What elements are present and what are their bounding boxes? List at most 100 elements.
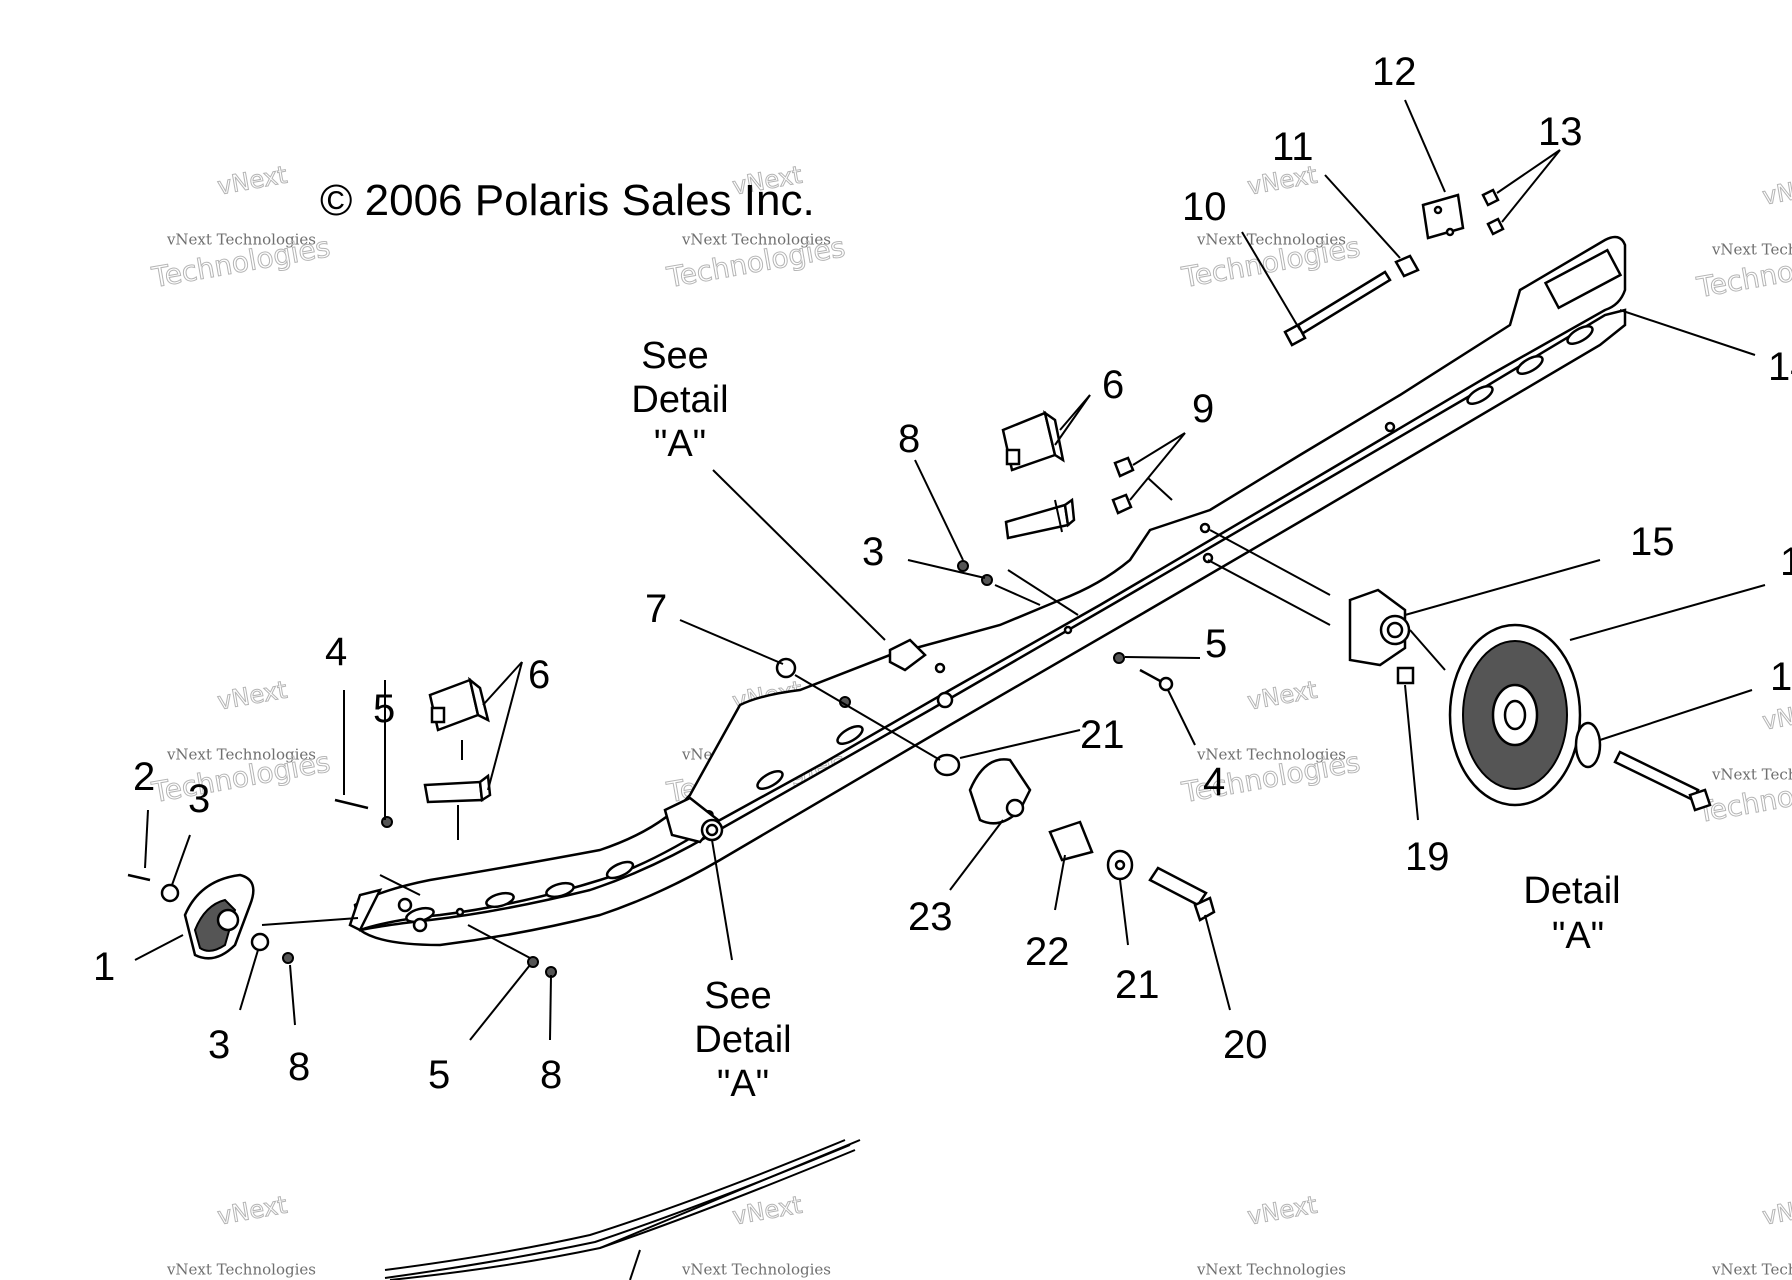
wear-block — [1001, 410, 1065, 472]
detail-a-label: Detail "A" — [1523, 870, 1620, 957]
rail-window — [1543, 248, 1623, 310]
nut — [381, 816, 393, 828]
watermark-line: vNext Technologies — [1711, 765, 1792, 783]
watermark: vNext vNext Technologies Technologies — [1693, 170, 1792, 305]
front-bumper — [183, 873, 255, 960]
callout-11: 11 — [1272, 125, 1314, 169]
wear-block — [423, 773, 492, 804]
see-detail-bottom: See Detail "A" — [694, 975, 791, 1105]
callout-6b: 6 — [1102, 363, 1124, 407]
rail-slider — [357, 308, 1627, 947]
watermark-line: vNext — [1760, 696, 1792, 736]
leader-lines — [134, 99, 1766, 1041]
svg-text:"A": "A" — [654, 423, 706, 465]
svg-text:See: See — [641, 335, 709, 377]
nut — [527, 956, 539, 968]
callout-6a: 6 — [528, 653, 550, 697]
nut — [282, 952, 294, 964]
watermark-line: vNext Technologies — [1196, 230, 1346, 248]
callout-5c: 5 — [428, 1053, 450, 1097]
callout-21b: 21 — [1115, 963, 1160, 1007]
watermark-line: vNext — [1760, 171, 1792, 211]
idler-wheel — [1448, 623, 1582, 807]
rail-spacer — [888, 638, 954, 709]
bolt — [1486, 217, 1505, 236]
wear-block — [1004, 497, 1076, 540]
rail-body — [353, 235, 1627, 932]
watermark: vNext vNext Technologies — [1196, 1190, 1346, 1278]
watermark-line: vNext Technologies — [1196, 745, 1346, 763]
rail-fragment — [384, 1139, 861, 1280]
callout-20: 20 — [1223, 1023, 1268, 1067]
watermark-line: vNext — [1245, 676, 1319, 716]
svg-text:Detail: Detail — [1523, 870, 1620, 912]
slide-rail — [348, 235, 1627, 947]
watermark-line: vNext — [1760, 1191, 1792, 1231]
callout-4a: 4 — [325, 630, 347, 674]
callout-4b: 4 — [1203, 760, 1225, 804]
watermark-line: vNext — [215, 1191, 289, 1231]
rail-tip — [348, 888, 383, 932]
callout-15: 15 — [1630, 520, 1675, 564]
copyright-notice: © 2006 Polaris Sales Inc. — [320, 176, 815, 225]
callout-21a: 21 — [1080, 713, 1125, 757]
watermark: vNext vNext Technologies Technologies — [663, 160, 848, 295]
callout-2: 2 — [133, 755, 155, 799]
washer — [933, 753, 961, 777]
svg-text:"A": "A" — [1552, 915, 1604, 957]
washer — [1574, 721, 1602, 769]
svg-text:Detail: Detail — [694, 1019, 791, 1061]
watermark: vNext vNext Technologies — [681, 1190, 831, 1278]
bolt — [1148, 866, 1208, 907]
watermark-line: vNext Technologies — [1196, 1260, 1346, 1278]
watermark: vNext vNext Technologies Technologies — [148, 160, 333, 295]
idler-wheel-small — [968, 758, 1032, 825]
rail-slots — [405, 325, 1594, 924]
nut — [957, 560, 969, 572]
callout-3a: 3 — [188, 777, 210, 821]
washer — [981, 574, 993, 586]
callout-19: 19 — [1405, 835, 1450, 879]
callout-3c: 3 — [208, 1023, 230, 1067]
watermark-line: vNext — [1245, 1191, 1319, 1231]
callout-5b: 5 — [1205, 622, 1227, 666]
svg-text:See: See — [704, 975, 772, 1017]
watermark: vNext vNext Technologies Technologies — [1178, 675, 1363, 810]
washer — [160, 883, 180, 903]
watermark: vNext vNext Technologies Technologies — [148, 675, 333, 810]
callout-9: 9 — [1192, 387, 1214, 431]
bolt — [127, 873, 151, 882]
callout-5a: 5 — [373, 687, 395, 731]
washer — [250, 932, 270, 952]
watermark: vNext vNext Technologies — [1711, 1190, 1792, 1278]
callout-1: 1 — [93, 945, 115, 989]
spacer — [1048, 820, 1094, 862]
watermark-line: vNext Technologies — [1711, 240, 1792, 258]
watermark: vNext vNext Technologies — [166, 1190, 316, 1278]
nut — [1113, 456, 1135, 478]
idler-hub — [1348, 588, 1411, 667]
watermark-line: vNext Technologies — [681, 230, 831, 248]
bolt — [1481, 188, 1500, 207]
callout-16: 16 — [1780, 540, 1792, 584]
callout-8c: 8 — [540, 1053, 562, 1097]
callout-7: 7 — [645, 587, 667, 631]
watermark-line: vNext Technologies — [166, 1260, 316, 1278]
watermark-line: vNext Technologies — [1711, 1260, 1792, 1278]
callouts: 12 11 13 10 14 6 9 8 3 15 16 5 17 7 21 4… — [93, 50, 1792, 1097]
callout-3b: 3 — [862, 530, 884, 574]
watermark-line: vNext — [215, 676, 289, 716]
svg-text:Detail: Detail — [631, 379, 728, 421]
watermark-line: vNext Technologies — [166, 230, 316, 248]
bolt — [1288, 270, 1392, 340]
wear-block — [428, 676, 490, 732]
bolt — [1613, 750, 1700, 802]
callout-17: 17 — [1770, 655, 1792, 699]
callout-10: 10 — [1182, 185, 1227, 229]
callout-23: 23 — [908, 895, 953, 939]
callout-12: 12 — [1372, 50, 1417, 94]
watermark-line: vNext Technologies — [166, 745, 316, 763]
callout-8a: 8 — [288, 1045, 310, 1089]
bolt — [1139, 668, 1163, 684]
